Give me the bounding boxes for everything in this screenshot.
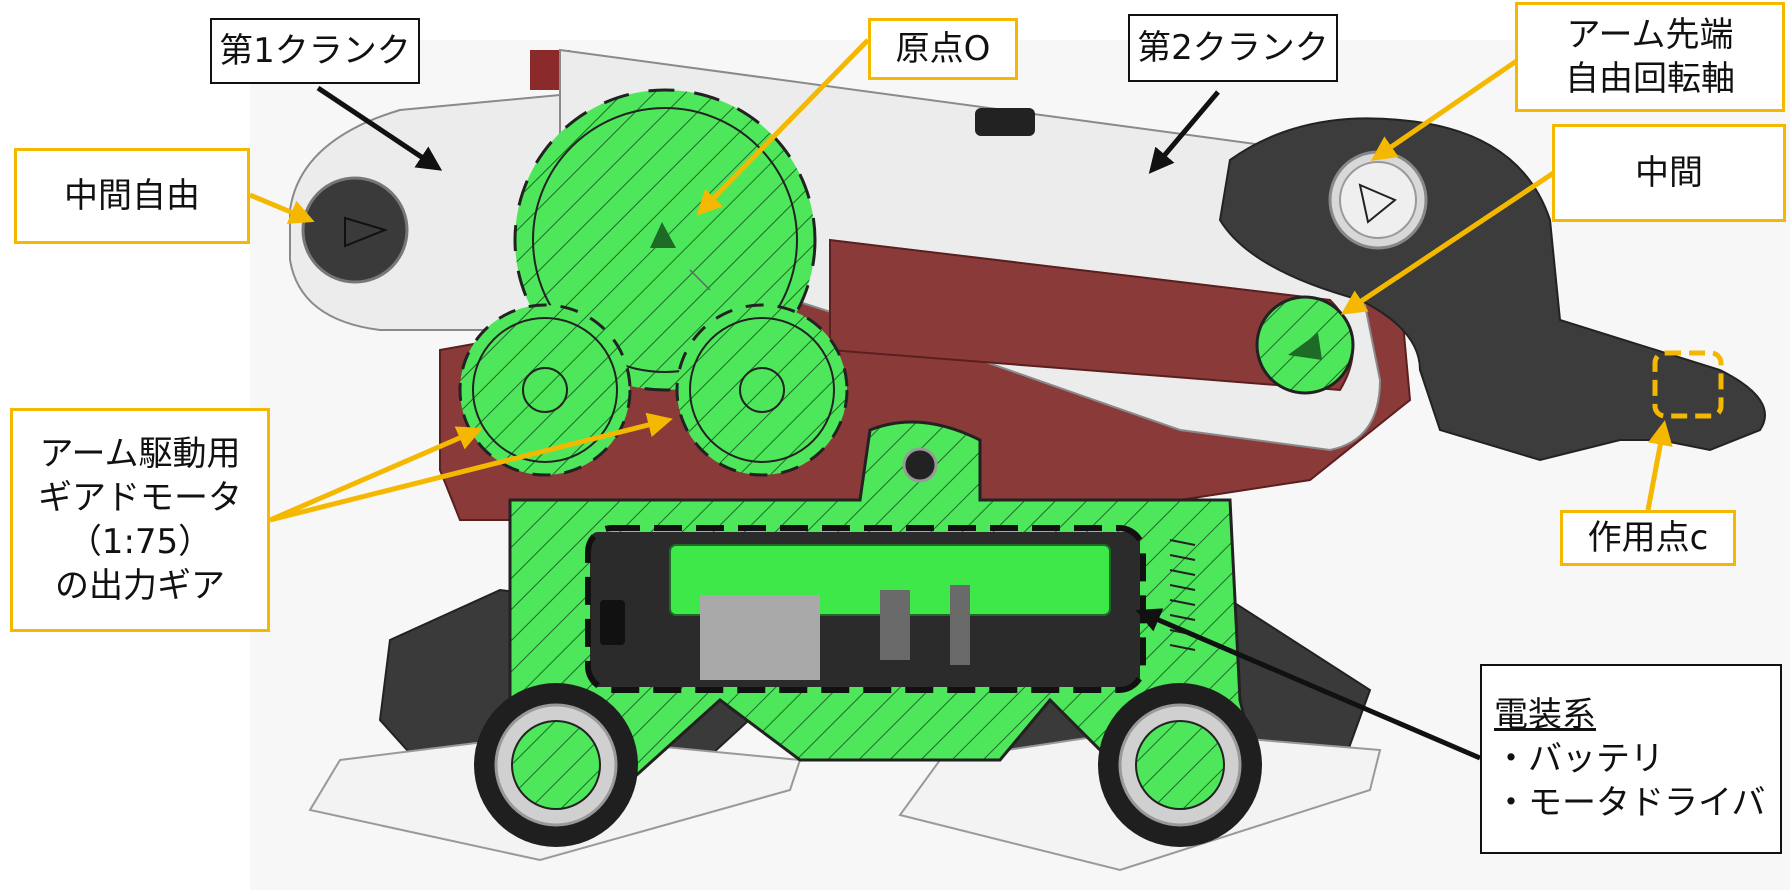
arrow-origin [696,38,870,216]
label-action-point-text: 作用点c [1587,517,1709,558]
arrow-electrical [1135,608,1481,761]
middle-free-pin [301,176,409,284]
label-arm-tip: アーム先端 自由回転軸 [1515,2,1785,112]
label-gear-motor-line3: （1:75） [67,522,213,562]
label-gear-motor-line2: ギアドモータ [38,477,242,518]
label-middle: 中間 [1552,124,1786,222]
arrow-gear-left [269,426,483,523]
label-electrical: 電装系 ・バッテリ ・モータドライバ [1480,664,1782,854]
action-point-marker [1652,350,1724,419]
small-gear-left [458,303,632,477]
left-wheel [474,683,638,847]
right-wheel [1098,683,1262,847]
label-arm-tip-line2: 自由回転軸 [1565,59,1735,99]
arrow-gear-right [269,412,673,523]
label-gear-motor-line4: の出力ギア [55,566,225,607]
label-crank1: 第1クランク [210,18,420,84]
label-electrical-item1: ・バッテリ [1494,738,1664,779]
top-knob [975,108,1035,136]
label-crank2-text: 第2クランク [1137,27,1329,68]
label-gear-motor: アーム駆動用 ギアドモータ （1:75） の出力ギア [10,408,270,632]
label-action-point: 作用点c [1560,510,1736,566]
label-origin-text: 原点O [895,28,991,69]
arrow-middle-free [249,192,315,224]
label-arm-tip-line1: アーム先端 [1566,14,1734,55]
label-electrical-item2: ・モータドライバ [1494,783,1766,824]
label-middle-text: 中間 [1635,152,1703,193]
arrow-crank2 [1148,90,1220,174]
arrow-action-point [1645,420,1673,511]
arrow-arm-tip [1370,57,1520,161]
small-gear-right [675,303,849,477]
label-electrical-title: 電装系 [1494,694,1596,735]
arrow-middle [1340,169,1557,315]
label-middle-free: 中間自由 [14,148,250,244]
label-gear-motor-line1: アーム駆動用 [39,433,241,474]
motor-driver-board [700,595,820,680]
label-crank1-text: 第1クランク [219,30,411,71]
label-crank2: 第2クランク [1128,14,1338,82]
arrow-crank1 [316,85,443,171]
label-middle-free-text: 中間自由 [64,175,200,216]
chassis-pin [902,447,938,483]
label-origin: 原点O [868,18,1018,80]
